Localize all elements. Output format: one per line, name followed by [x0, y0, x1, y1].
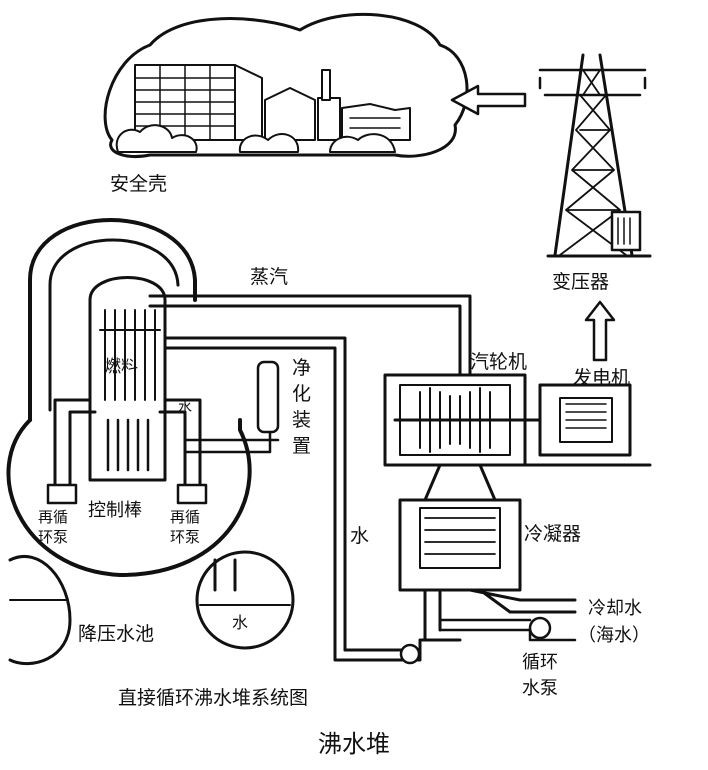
arrow-up-icon: [584, 300, 616, 362]
containment-label: 安全壳: [110, 173, 167, 195]
recirc-pump-right-label-1: 再循: [170, 508, 200, 526]
transformer-label: 变压器: [552, 271, 609, 293]
recirc-pump-right-label-2: 环泵: [170, 528, 200, 546]
arrow-left-icon: [450, 84, 527, 116]
purification-return: [183, 430, 280, 454]
purification-label-3: 装: [292, 409, 311, 431]
condenser: [398, 498, 577, 642]
cooling-water-line: [438, 618, 577, 642]
recirc-pump-left-label-1: 再循: [38, 508, 68, 526]
circulation-pump-label-1: 循环: [522, 652, 558, 673]
water-pipe-label: 水: [350, 525, 369, 547]
purification-label-4: 置: [292, 435, 311, 457]
generator-label: 发电机: [573, 367, 630, 389]
pool-water-tank: [195, 550, 295, 650]
condenser-label: 冷凝器: [524, 523, 581, 545]
purification-line: [163, 336, 347, 652]
factory-building-icon: [103, 12, 469, 158]
steam-label: 蒸汽: [250, 266, 288, 288]
transmission-tower-icon: [538, 53, 652, 258]
suppression-pool: [8, 555, 72, 666]
recirc-pump-left-label-2: 环泵: [38, 528, 68, 546]
pool-water-label: 水: [232, 613, 248, 632]
diagram-title: 沸水堆: [318, 730, 390, 758]
turbine: [383, 373, 552, 502]
feedwater-line: [333, 638, 462, 662]
cooling-water-label-1: 冷却水: [588, 598, 642, 619]
cooling-water-label-2: （海水）: [578, 625, 650, 646]
vessel-water-label: 水: [178, 400, 192, 416]
suppression-pool-label: 降压水池: [78, 623, 154, 645]
control-rods-label: 控制棒: [88, 500, 142, 521]
circulation-pump-label-2: 水泵: [522, 678, 558, 699]
turbine-label: 汽轮机: [470, 351, 527, 373]
generator: [518, 383, 652, 467]
containment-structure: [6, 218, 252, 577]
steam-line: [148, 294, 472, 377]
purification-label-1: 净: [292, 357, 311, 379]
circulation-pump: [528, 616, 552, 640]
fuel-label: 燃料: [104, 357, 138, 377]
diagram-caption: 直接循环沸水堆系统图: [118, 687, 308, 709]
feedwater-pump: [399, 643, 421, 665]
purification-label-2: 化: [292, 383, 311, 405]
purification-vessel: [256, 360, 280, 434]
